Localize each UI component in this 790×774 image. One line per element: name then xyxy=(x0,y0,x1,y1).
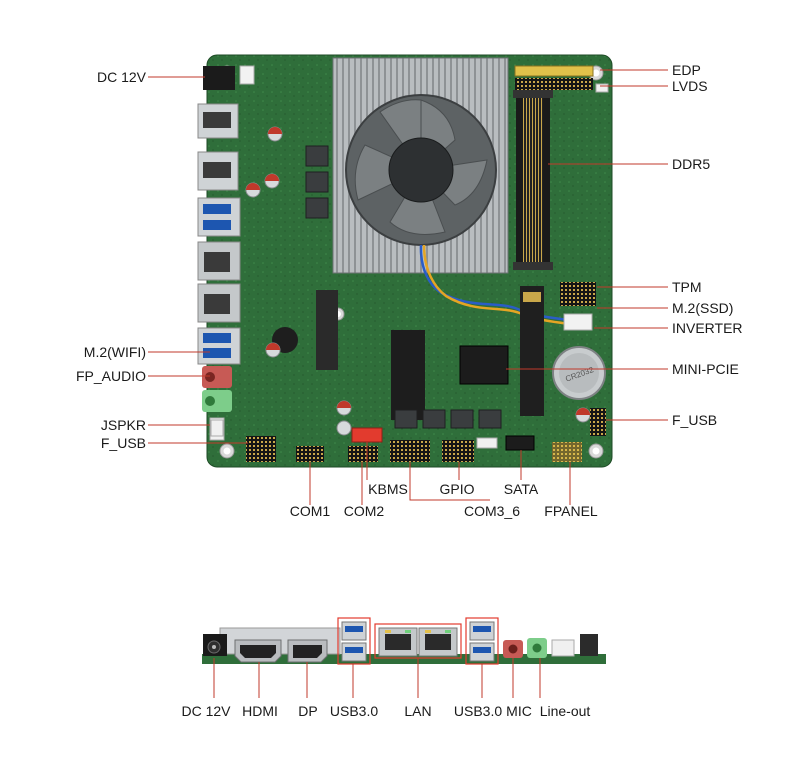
jspkr-header xyxy=(210,419,224,437)
io-label-hdmi: HDMI xyxy=(242,703,278,719)
com3-6-header xyxy=(390,440,430,462)
lvds-connector xyxy=(515,78,593,90)
io-label-usb30-b: USB3.0 xyxy=(454,703,502,719)
io-pcb-edge xyxy=(202,654,606,664)
label-mini-pcie: MINI-PCIE xyxy=(672,361,739,377)
io-mic-jack xyxy=(503,640,523,658)
label-m2-wifi: M.2(WIFI) xyxy=(84,344,146,360)
mainboard: CR2032 xyxy=(197,54,613,468)
label-dc-12v: DC 12V xyxy=(97,69,147,85)
leader-lines-top xyxy=(148,69,668,505)
ddr5-slot xyxy=(513,90,553,270)
io-label-lan: LAN xyxy=(404,703,431,719)
mic-jack xyxy=(202,366,232,388)
label-com1: COM1 xyxy=(290,503,331,519)
kbms-connector xyxy=(351,427,383,443)
cmos-battery: CR2032 xyxy=(552,346,606,400)
dc-jack xyxy=(203,66,235,90)
edp-connector xyxy=(514,65,594,77)
com2-header xyxy=(348,446,378,462)
tpm-header xyxy=(560,282,596,306)
label-kbms: KBMS xyxy=(368,481,408,497)
chipset xyxy=(459,345,509,385)
mini-pcie-slot xyxy=(391,330,425,420)
power-chokes xyxy=(305,145,502,429)
usb-port-stack-1 xyxy=(197,197,241,237)
label-lvds: LVDS xyxy=(672,78,708,94)
label-inverter: INVERTER xyxy=(672,320,743,336)
io-labels: DC 12V HDMI DP USB3.0 LAN USB3.0 MIC Lin… xyxy=(181,703,590,719)
bottom-headers xyxy=(210,408,606,462)
label-m2-ssd: M.2(SSD) xyxy=(672,300,733,316)
io-usb30-stack-a xyxy=(337,617,371,665)
m2-ssd-slot xyxy=(520,286,544,416)
sata-port xyxy=(505,435,535,451)
com1-header xyxy=(296,446,324,462)
inverter-connector xyxy=(563,313,593,331)
label-edp: EDP xyxy=(672,62,701,78)
io-dc-jack xyxy=(203,634,227,656)
cpu-heatsink xyxy=(332,57,581,328)
capacitor-tops xyxy=(246,127,590,415)
label-ddr5: DDR5 xyxy=(672,156,710,172)
leader-lines-bottom xyxy=(213,658,541,698)
io-lan-ports xyxy=(374,623,462,659)
io-label-usb30-a: USB3.0 xyxy=(330,703,378,719)
label-com3-6: COM3_6 xyxy=(464,503,520,519)
io-label-dp: DP xyxy=(298,703,317,719)
gpio-header xyxy=(442,440,474,462)
m2-wifi-slot xyxy=(316,290,338,370)
board-labels: DC 12V M.2(WIFI) FP_AUDIO JSPKR F_USB ED… xyxy=(76,62,743,519)
io-dp-port xyxy=(287,639,328,663)
io-line-out-jack xyxy=(527,638,547,658)
line-out-jack xyxy=(202,390,232,412)
f-usb-right-header xyxy=(590,408,606,436)
io-label-mic: MIC xyxy=(506,703,532,719)
f-usb-left-header xyxy=(246,436,276,462)
io-hdmi-port xyxy=(234,639,282,663)
label-sata: SATA xyxy=(504,481,539,497)
label-fpanel: FPANEL xyxy=(544,503,598,519)
label-com2: COM2 xyxy=(344,503,385,519)
io-usb30-stack-b xyxy=(465,617,499,665)
io-label-line-out: Line-out xyxy=(540,703,591,719)
label-tpm: TPM xyxy=(672,279,702,295)
io-label-dc-12v: DC 12V xyxy=(181,703,231,719)
label-f-usb-right: F_USB xyxy=(672,412,717,428)
io-panel-view xyxy=(202,617,606,665)
label-gpio: GPIO xyxy=(439,481,474,497)
label-f-usb-left: F_USB xyxy=(101,435,146,451)
label-jspkr: JSPKR xyxy=(101,417,146,433)
label-fp-audio: FP_AUDIO xyxy=(76,368,146,384)
